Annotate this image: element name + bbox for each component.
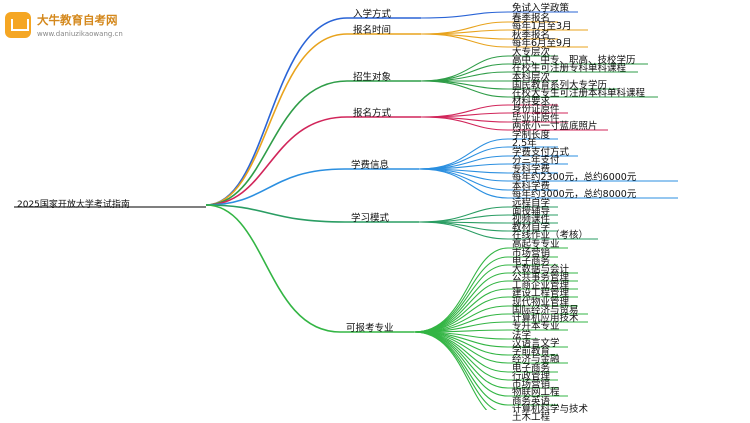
leaf-link (418, 168, 509, 199)
logo-title: 大牛教育自考网 (37, 13, 118, 27)
leaf-topic[interactable]: 国际经济与贸易 (512, 305, 579, 316)
leaf-topic[interactable]: 法学 (512, 330, 532, 341)
leaf-topic[interactable]: 汉语言文学 (512, 338, 560, 349)
branch-link (205, 80, 348, 206)
mindmap-canvas: 大牛教育自考网 www.daniuzikaowang.cn 2025国家开放大学… (5, 3, 678, 423)
leaf-topic[interactable]: 面授辅导 (512, 206, 551, 217)
leaf-topic[interactable]: 春季报名 (512, 13, 551, 24)
branch-link (205, 168, 346, 206)
leaf-topic[interactable]: 每年约3000元，总约8000元 (512, 189, 637, 200)
leaf-topic[interactable]: 每年6月至9月 (512, 38, 572, 49)
leaf-topic[interactable]: 公共事务管理 (512, 272, 570, 283)
leaf-topic[interactable]: 身份证原件 (512, 104, 560, 115)
root-topic: 2025国家开放大学考试指南 (17, 200, 130, 210)
leaf-topic[interactable]: 本科学费 (512, 181, 551, 192)
leaf-link (420, 33, 509, 48)
branch-topic[interactable]: 入学方式 (353, 9, 392, 20)
branch-link (205, 204, 346, 223)
branch-link (205, 17, 348, 206)
leaf-topic[interactable]: 本科层次 (512, 72, 551, 83)
leaf-link (420, 80, 509, 98)
branch-link (205, 204, 341, 333)
branch-topic[interactable]: 报名方式 (353, 108, 392, 119)
leaf-link (420, 112, 509, 118)
leaf-topic[interactable]: 免试入学政策 (512, 3, 570, 14)
leaf-topic[interactable]: 计算机应用技术 (512, 313, 579, 324)
branch-link (205, 33, 348, 206)
leaf-topic[interactable]: 学制长度 (512, 130, 551, 141)
leaf-topic[interactable]: 现代物业管理 (512, 297, 570, 308)
branch-topic[interactable]: 可报考专业 (346, 323, 394, 334)
leaf-topic[interactable]: 土木工程 (512, 412, 551, 423)
branch-topic[interactable]: 招生对象 (353, 72, 392, 83)
leaf-link (418, 168, 509, 191)
leaf-link (413, 331, 509, 389)
leaf-topic[interactable]: 每年1月至3月 (512, 21, 572, 32)
leaf-topic[interactable]: 物联网工程 (512, 387, 560, 398)
leaf-topic[interactable]: 两张小一寸蓝底照片 (512, 121, 598, 132)
branch-link (205, 116, 348, 206)
leaf-link (418, 146, 509, 170)
leaf-link (420, 11, 509, 19)
mindmap-links (14, 11, 678, 410)
branch-topic[interactable]: 学费信息 (351, 160, 390, 171)
leaf-topic[interactable]: 毕业证原件 (512, 113, 560, 124)
leaf-topic[interactable]: 电子商务 (512, 256, 551, 267)
leaf-topic[interactable]: 学费支付方式 (512, 147, 570, 158)
branch-topic[interactable]: 学习模式 (351, 213, 390, 224)
leaf-topic[interactable]: 市场营销 (512, 379, 551, 390)
leaf-topic[interactable]: 2.5年 (512, 138, 537, 149)
leaf-topic[interactable]: 在校大专生可注册本科单科课程 (512, 88, 646, 99)
leaf-topic[interactable]: 商务英语 (512, 396, 551, 407)
leaf-topic[interactable]: 分三年支付 (512, 155, 560, 166)
site-logo[interactable]: 大牛教育自考网 www.daniuzikaowang.cn (5, 4, 155, 48)
leaf-topic[interactable]: 大专层次 (512, 47, 551, 58)
leaf-link (413, 331, 488, 410)
leaf-topic[interactable]: 专升本专业 (512, 321, 560, 332)
leaf-topic[interactable]: 国民教育系列大专学历 (512, 80, 608, 91)
leaf-topic[interactable]: 建设工程管理 (512, 288, 570, 299)
leaf-link (420, 116, 509, 131)
leaf-topic[interactable]: 学前教育 (512, 346, 551, 357)
leaf-topic[interactable]: 行政管理 (512, 371, 551, 382)
leaf-link (413, 331, 509, 406)
branch-topic[interactable]: 报名时间 (353, 25, 392, 36)
leaf-topic[interactable]: 大数据与会计 (512, 264, 570, 275)
leaf-topic[interactable]: 教材自学 (512, 222, 551, 233)
book-icon (5, 12, 31, 38)
leaf-topic[interactable]: 高中、中专、职高、技校学历 (512, 55, 636, 66)
leaf-topic[interactable]: 每年约2300元，总约6000元 (512, 172, 637, 183)
leaf-topic[interactable]: 远程自学 (512, 198, 551, 209)
leaf-topic[interactable]: 在校生可注册专科单科课程 (512, 63, 627, 74)
leaf-topic[interactable]: 工商企业管理 (512, 280, 570, 291)
logo-subtitle: www.daniuzikaowang.cn (37, 30, 123, 38)
leaf-link (420, 29, 509, 35)
leaf-topic[interactable]: 经济与金融 (512, 354, 560, 365)
leaf-link (413, 331, 509, 381)
leaf-topic[interactable]: 高起专专业 (512, 239, 560, 250)
leaf-link (418, 221, 509, 240)
leaf-topic[interactable]: 专科学费 (512, 164, 551, 175)
leaf-topic[interactable]: 秋季报名 (512, 30, 551, 41)
leaf-link (418, 206, 509, 223)
leaf-link (413, 288, 509, 333)
leaf-link (420, 71, 509, 82)
leaf-topic[interactable]: 在线作业（考核） (512, 230, 589, 241)
leaf-topic[interactable]: 市场营销 (512, 248, 551, 259)
leaf-topic[interactable]: 视频课件 (512, 214, 551, 225)
leaf-topic[interactable]: 材料要求 (512, 96, 551, 107)
leaf-topic[interactable]: 电子商务 (512, 363, 551, 374)
